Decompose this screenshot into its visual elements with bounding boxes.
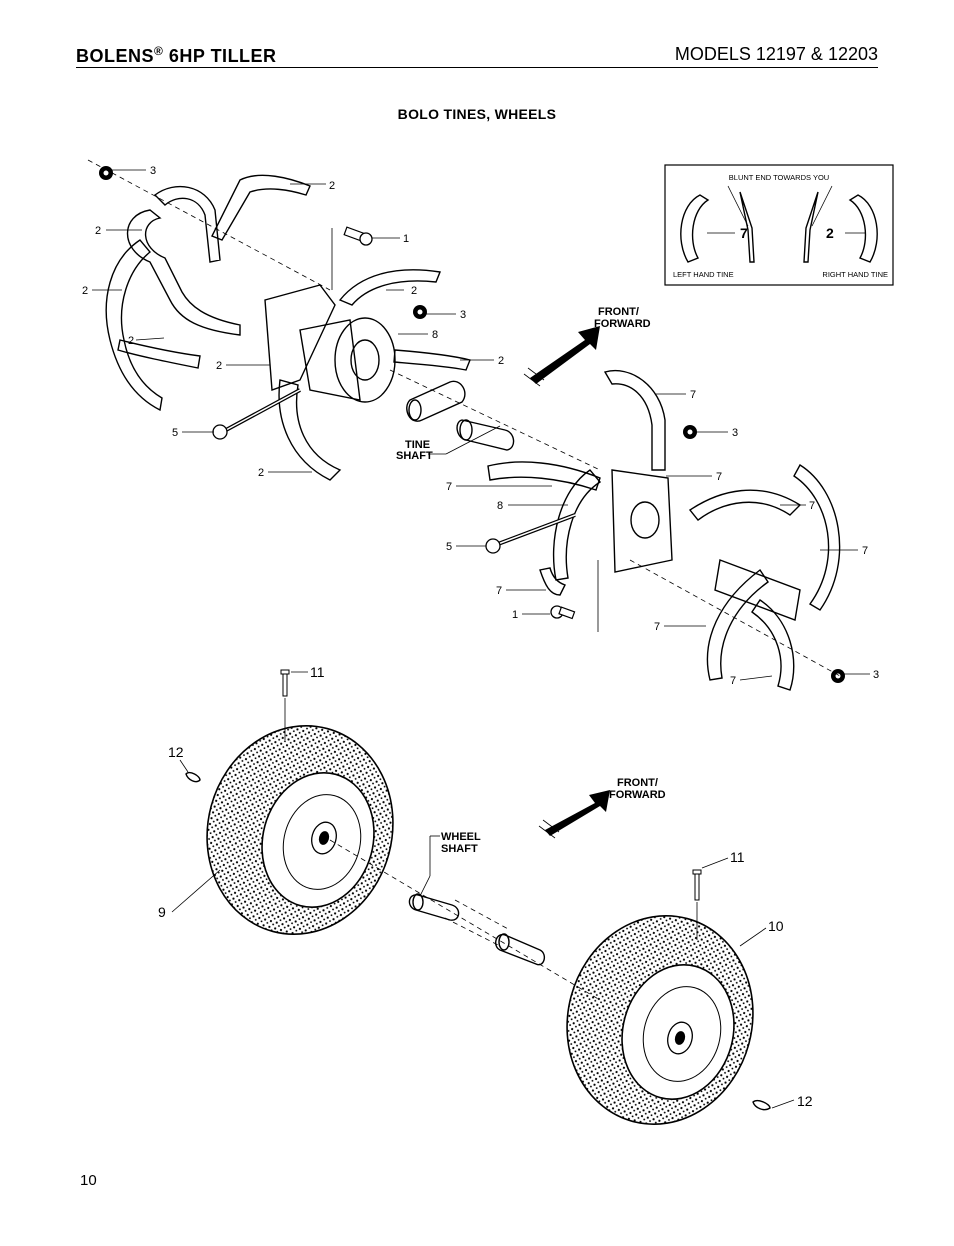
hitch-pin-icon [692, 869, 702, 940]
tine-orientation-inset: BLUNT END TOWARDS YOU LEFT HAND TINE RIG… [664, 164, 894, 286]
callout-1: 1 [512, 609, 518, 621]
callout-numbers: 3 2 2 1 2 2 3 8 2 2 2 5 2 7 3 7 7 8 7 7 … [82, 165, 879, 1109]
inset-right-number: 2 [826, 225, 834, 241]
bolt-icon [343, 226, 373, 246]
callout-3: 3 [460, 309, 466, 321]
nut-icon [831, 669, 845, 683]
right-hand-tine-label: RIGHT HAND TINE [822, 270, 888, 279]
callout-2: 2 [329, 180, 335, 192]
callout-7: 7 [716, 471, 722, 483]
callout-1: 1 [403, 233, 409, 245]
hairpin-clip-icon [185, 771, 201, 783]
front-forward-label: FORWARD [594, 318, 651, 330]
callout-2: 2 [258, 467, 264, 479]
callout-7: 7 [446, 481, 452, 493]
product-name: 6HP TILLER [168, 46, 277, 66]
brand-name: BOLENS [76, 46, 155, 66]
diagram-labels: FRONT/ FORWARD TINE SHAFT FRONT/ FORWARD… [396, 306, 666, 855]
wheel-right [566, 915, 754, 1125]
callout-12: 12 [797, 1093, 813, 1109]
callout-9: 9 [158, 904, 166, 920]
registered-mark: ® [154, 44, 164, 58]
callout-7: 7 [862, 545, 868, 557]
long-bolt-icon [212, 388, 301, 440]
callout-11: 11 [310, 664, 325, 680]
callout-8: 8 [432, 329, 438, 341]
callout-2: 2 [216, 360, 222, 372]
nut-icon [99, 166, 113, 180]
callout-3: 3 [150, 165, 156, 177]
bolt-icon [550, 605, 576, 620]
header-title: BOLENS® 6HP TILLER [76, 44, 277, 67]
wheel-shaft [329, 839, 601, 1001]
callout-7: 7 [730, 675, 736, 687]
callout-2: 2 [95, 225, 101, 237]
hitch-pin-icon [280, 669, 290, 740]
header-models: MODELS 12197 & 12203 [674, 44, 878, 64]
left-hand-tine-label: LEFT HAND TINE [673, 270, 734, 279]
callout-2: 2 [498, 355, 504, 367]
leader-lines [92, 169, 870, 1109]
inset-frame [664, 164, 894, 286]
header-rule [76, 67, 878, 68]
callout-5: 5 [446, 541, 452, 553]
callout-7: 7 [654, 621, 660, 633]
callout-3: 3 [732, 427, 738, 439]
tine-assembly-lower [485, 369, 845, 691]
nut-icon [683, 425, 697, 439]
wheel-left [206, 725, 394, 935]
front-forward-arrow-icon [538, 790, 610, 839]
callout-10: 10 [768, 918, 784, 934]
tine-shaft-label: SHAFT [396, 450, 433, 462]
wheel-shaft-label: SHAFT [441, 843, 478, 855]
callout-5: 5 [172, 427, 178, 439]
callout-2: 2 [411, 285, 417, 297]
tine-shaft-label: TINE [405, 439, 430, 451]
tine-shaft [389, 369, 601, 471]
callout-7: 7 [496, 585, 502, 597]
nut-icon [413, 305, 427, 319]
front-forward-label: FRONT/ [598, 306, 639, 318]
callout-8: 8 [497, 500, 503, 512]
inset-caption: BLUNT END TOWARDS YOU [729, 173, 829, 182]
hairpin-clip-icon [752, 1099, 771, 1111]
callout-7: 7 [809, 500, 815, 512]
front-forward-label: FRONT/ [617, 777, 658, 789]
callout-7: 7 [690, 389, 696, 401]
front-forward-label: FORWARD [609, 789, 666, 801]
wheel-shaft-label: WHEEL [441, 831, 481, 843]
callout-12: 12 [168, 744, 184, 760]
section-title: BOLO TINES, WHEELS [397, 106, 557, 122]
front-forward-arrow-icon [523, 326, 600, 387]
tine-assembly-upper [87, 159, 471, 481]
callout-2: 2 [82, 285, 88, 297]
callout-2: 2 [128, 335, 134, 347]
long-bolt-icon [485, 513, 576, 554]
page-number: 10 [80, 1172, 97, 1189]
inset-left-number: 7 [740, 225, 748, 241]
callout-11: 11 [730, 849, 745, 865]
callout-3: 3 [873, 669, 879, 681]
